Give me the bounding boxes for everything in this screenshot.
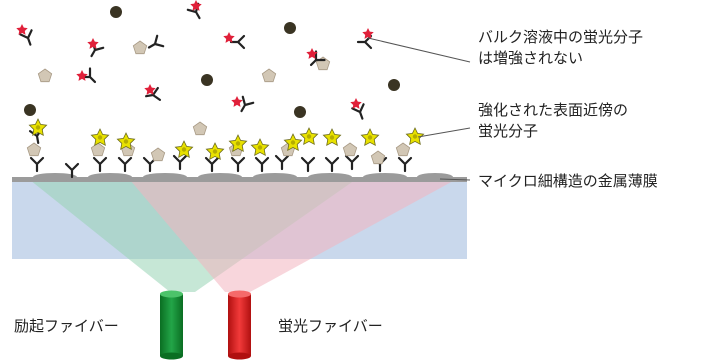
metal-film xyxy=(12,173,467,182)
label-surface-line2: 蛍光分子 xyxy=(478,122,539,140)
surface-fluorophores xyxy=(26,118,425,179)
excitation-fiber xyxy=(160,290,183,360)
leader-line-bulk xyxy=(367,37,471,63)
leader-line-surface xyxy=(417,127,471,138)
label-bulk-line2: は増強されない xyxy=(478,49,584,67)
label-metal-film: マイクロ細構造の金属薄膜 xyxy=(478,172,658,190)
leader-line-film xyxy=(439,178,471,181)
label-bulk-line1: バルク溶液中の蛍光分子 xyxy=(478,28,644,46)
label-excitation-fiber: 励起ファイバー xyxy=(14,317,119,335)
label-fluorescence-fiber: 蛍光ファイバー xyxy=(278,317,383,335)
fluorescence-beam xyxy=(130,180,455,292)
fluorescence-fiber xyxy=(228,290,251,360)
bulk-solution-particles xyxy=(16,0,400,136)
label-surface-line1: 強化された表面近傍の xyxy=(478,101,629,119)
